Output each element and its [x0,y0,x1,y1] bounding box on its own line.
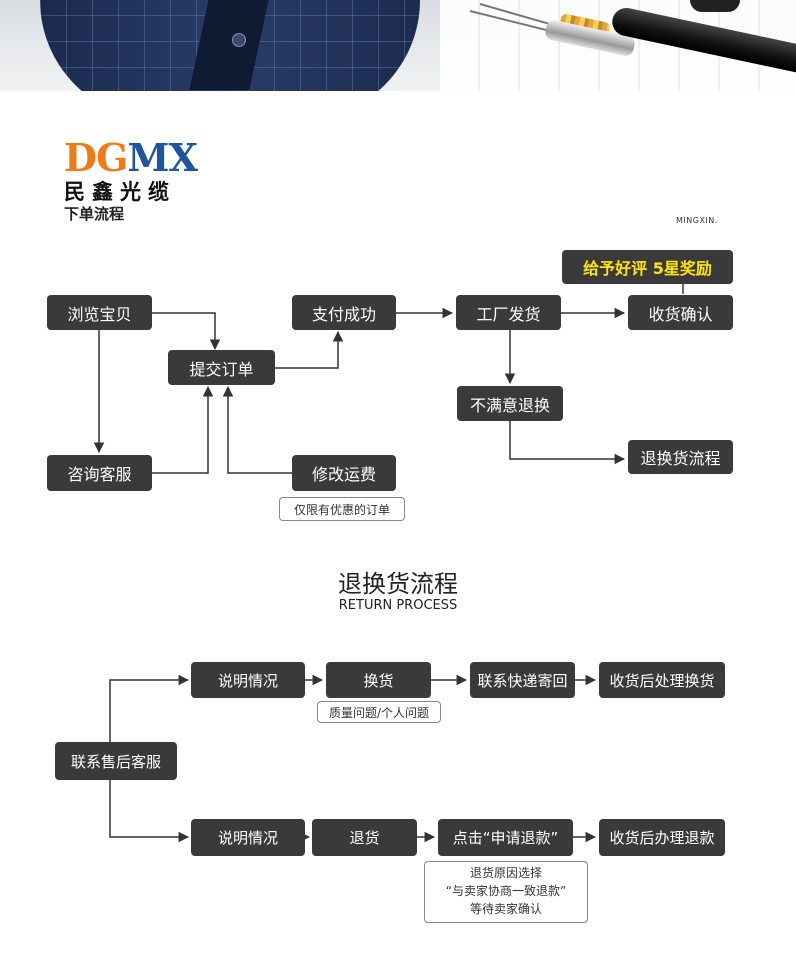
brand-logo: DGMX [64,135,198,180]
step-modify-shipping: 修改运费 [292,455,396,491]
step-confirm-receipt: 收货确认 [628,295,733,330]
step-submit-order: 提交订单 [168,350,275,385]
logo-letters-dg: DG [64,135,128,180]
brand-small-text: MINGXIN. [676,216,718,225]
note-refund-line: “与卖家协商一致退款” [445,884,567,898]
step-browse: 浏览宝贝 [47,295,152,330]
step-return-process: 退换货流程 [628,440,733,474]
note-refund-line: 等待卖家确认 [469,902,542,916]
note-quality-personal: 质量问题/个人问题 [317,701,441,723]
step-explain-exchange: 说明情况 [191,662,305,698]
note-discount-orders: 仅限有优惠的订单 [279,497,405,521]
step-exchange: 换货 [326,662,431,698]
step-explain-refund: 说明情况 [191,819,305,856]
step-return-goods: 退货 [312,819,417,856]
step-apply-refund: 点击“申请退款” [438,819,573,856]
order-process-title: 下单流程 [64,205,125,223]
return-process-title-en: RETURN PROCESS [338,598,458,613]
step-contact-after-sales: 联系售后客服 [55,742,177,780]
step-handle-refund: 收货后办理退款 [599,819,725,856]
banner-suit-button [232,33,246,47]
step-payment-success: 支付成功 [292,295,396,330]
step-unsatisfied-return: 不满意退换 [457,386,563,421]
review-reward-banner: 给予好评 5星奖励 [562,250,733,284]
step-consult: 咨询客服 [47,455,152,491]
logo-letters-mx: MX [127,135,198,180]
step-express-return: 联系快递寄回 [470,662,575,698]
review-reward-text: 给予好评 5星奖励 [583,259,712,278]
note-refund-reason: 退货原因选择 “与卖家协商一致退款” 等待卖家确认 [424,861,588,923]
banner-cable-end [690,0,740,12]
step-handle-exchange: 收货后处理换货 [599,662,725,698]
header-banner-image [0,0,796,91]
step-factory-ship: 工厂发货 [456,295,561,330]
note-refund-line: 退货原因选择 [469,866,542,880]
logo-chinese-name: 民鑫光缆 [64,180,176,204]
return-process-title: 退换货流程 [338,570,458,598]
